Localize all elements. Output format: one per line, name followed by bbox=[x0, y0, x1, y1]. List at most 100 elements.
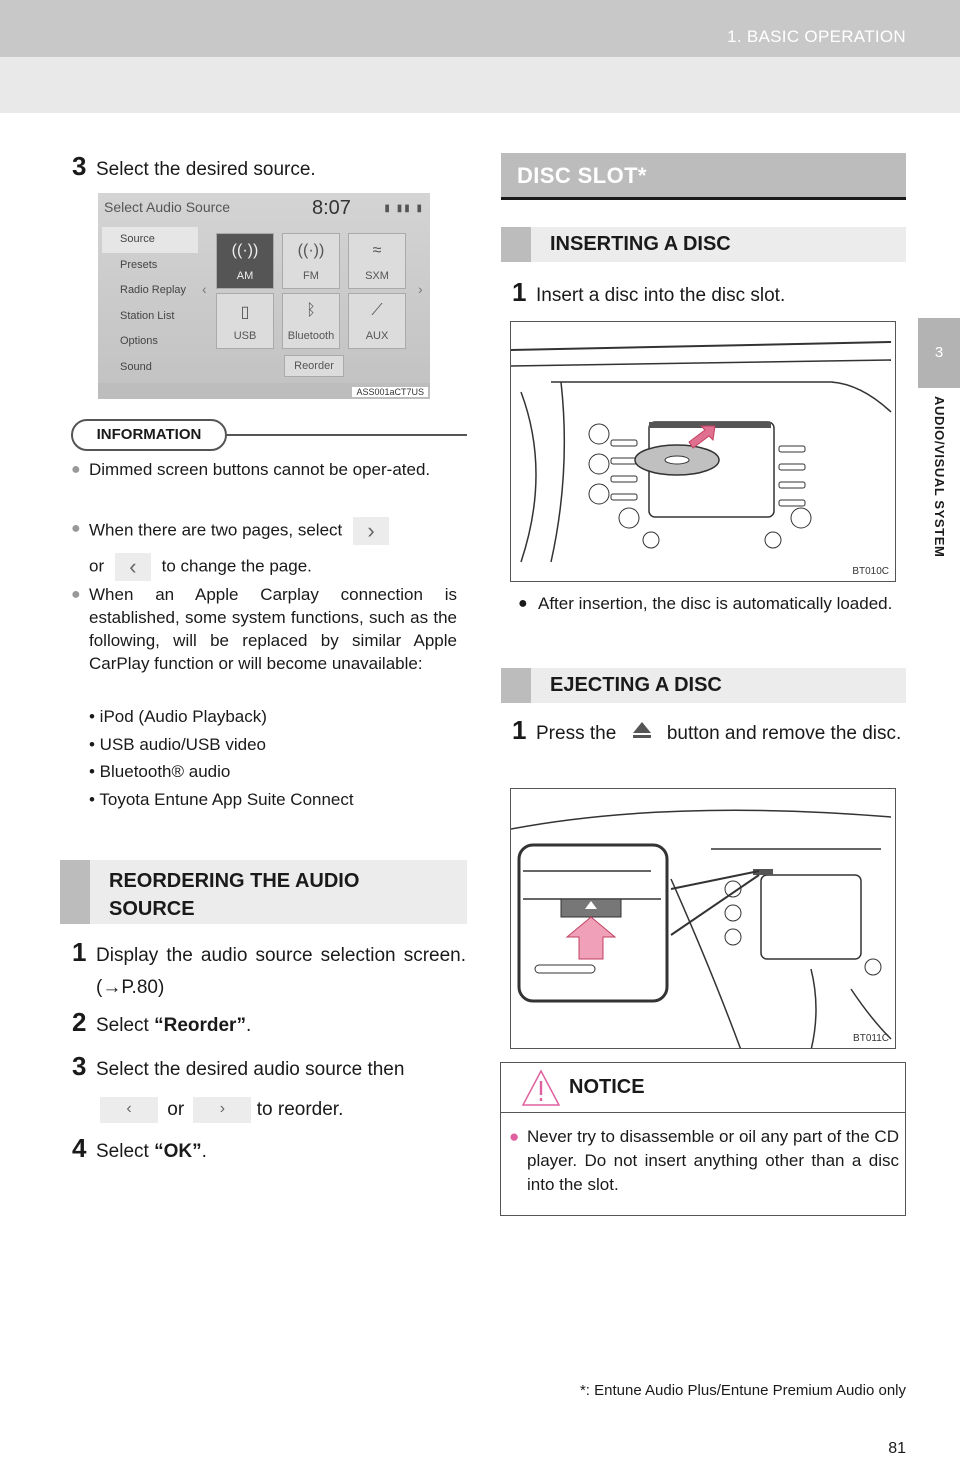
insert-step-1: 1 Insert a disc into the disc slot. bbox=[512, 277, 786, 312]
information-label: INFORMATION bbox=[71, 419, 227, 451]
side-tab-label: AUDIO/VISUAL SYSTEM bbox=[932, 396, 947, 558]
eject-step-1: 1 Press the button and remove the disc. bbox=[512, 715, 906, 750]
bullet-icon: ● bbox=[71, 520, 81, 537]
disc-eject-illustration: BT011C bbox=[510, 788, 896, 1049]
step-text: or bbox=[167, 1099, 185, 1120]
reorder-step-3-cont: ‹ or › to reorder. bbox=[100, 1094, 343, 1126]
menu-item-radio-replay: Radio Replay bbox=[120, 284, 187, 296]
disc-slot-heading: DISC SLOT* bbox=[501, 153, 906, 200]
step-text: button and remove the disc. bbox=[666, 723, 902, 745]
step-number: 3 bbox=[72, 151, 87, 181]
figure-caption: BT011C bbox=[853, 1033, 889, 1044]
step-text: . bbox=[201, 1141, 207, 1162]
chapter-title: 1. BASIC OPERATION bbox=[727, 27, 906, 46]
page-number: 81 bbox=[888, 1440, 906, 1457]
reorder-step-2: 2 Select “Reorder”. bbox=[72, 1007, 251, 1042]
info-item-pages: ● When there are two pages, select › or … bbox=[71, 517, 467, 581]
image-code: ASS001aCT7US bbox=[352, 387, 428, 397]
tile-sxm: ≈SXM bbox=[348, 233, 406, 289]
audio-source-screenshot: Select Audio Source 8:07 ▮ ▮▮ ▮ Source P… bbox=[98, 193, 430, 399]
reorder-step-1: 1 Display the audio source selection scr… bbox=[72, 937, 466, 1004]
header-strip bbox=[0, 0, 960, 57]
notice-label: NOTICE bbox=[569, 1076, 645, 1098]
disc-insert-illustration: BT010C bbox=[510, 321, 896, 582]
menu-item-presets: Presets bbox=[120, 258, 158, 271]
step-select-source: 3 Select the desired source. bbox=[72, 151, 316, 186]
step-text: Select bbox=[96, 1015, 155, 1036]
side-tab-number: 3 bbox=[918, 318, 960, 388]
heading-block bbox=[60, 860, 90, 924]
info-text: When an Apple Carplay connection is esta… bbox=[89, 585, 457, 673]
notice-header: NOTICE bbox=[501, 1063, 905, 1113]
reorder-section-heading: REORDERING THE AUDIO SOURCE bbox=[60, 860, 467, 924]
screen-menu: Source Presets Radio Replay Station List… bbox=[102, 227, 198, 380]
insert-note: ● After insertion, the disc is automatic… bbox=[518, 592, 908, 642]
notice-text: Never try to disassemble or oil any part… bbox=[527, 1127, 899, 1194]
note-text: After insertion, the disc is automatical… bbox=[538, 594, 893, 613]
step-text: Insert a disc into the disc slot. bbox=[536, 285, 786, 306]
step-text: Select the desired source. bbox=[96, 159, 316, 180]
reorder-step-3: 3 Select the desired audio source then bbox=[72, 1051, 466, 1086]
bullet-icon: ● bbox=[518, 595, 528, 612]
step-text: Select the desired audio source then bbox=[96, 1059, 405, 1080]
menu-item-station-list: Station List bbox=[120, 309, 175, 322]
chevron-left-icon: ‹ bbox=[114, 553, 151, 581]
menu-item-sound: Sound bbox=[120, 360, 152, 373]
status-icons: ▮ ▮▮ ▮ bbox=[384, 203, 424, 214]
usb-icon: ▯ bbox=[240, 304, 250, 321]
carplay-list-item: • Toyota Entune App Suite Connect bbox=[89, 790, 354, 809]
tile-aux: ⟋AUX bbox=[348, 293, 406, 349]
dashboard-drawing bbox=[511, 341, 892, 563]
heading-text: REORDERING THE AUDIO SOURCE bbox=[109, 870, 360, 920]
antenna-icon: ((·)) bbox=[297, 242, 325, 259]
info-text: or ‹ to change the page. bbox=[89, 553, 312, 581]
sxm-icon: ≈ bbox=[372, 242, 382, 259]
eject-icon bbox=[622, 718, 662, 750]
bluetooth-icon: ᛒ bbox=[306, 302, 316, 319]
warning-icon bbox=[521, 1069, 561, 1106]
tile-usb: ▯USB bbox=[216, 293, 274, 349]
aux-cable-icon: ⟋ bbox=[371, 302, 383, 319]
tile-fm: ((·))FM bbox=[282, 233, 340, 289]
notice-box: NOTICE ● Never try to disassemble or oil… bbox=[500, 1062, 906, 1216]
bullet-icon: ● bbox=[509, 1127, 520, 1146]
heading-text: EJECTING A DISC bbox=[550, 674, 722, 696]
screen-title: Select Audio Source bbox=[104, 199, 231, 215]
screen-clock: 8:07 bbox=[312, 197, 351, 219]
chevron-right-icon: › bbox=[352, 517, 389, 545]
heading-text: DISC SLOT* bbox=[517, 163, 647, 188]
carplay-list-item: • Bluetooth® audio bbox=[89, 762, 231, 781]
reorder-step-4: 4 Select “OK”. bbox=[72, 1133, 207, 1168]
step-text: Display the audio source selection scree… bbox=[96, 945, 466, 998]
header-band: 1. BASIC OPERATION bbox=[0, 0, 960, 113]
chevron-right-icon: › bbox=[418, 281, 423, 297]
heading-block bbox=[501, 668, 531, 703]
step-text: Press the bbox=[536, 723, 617, 745]
chevron-right-icon: › bbox=[193, 1096, 252, 1123]
step-number: 4 bbox=[72, 1133, 87, 1163]
bullet-icon: ● bbox=[71, 461, 81, 478]
figure-caption: BT010C bbox=[852, 566, 889, 577]
carplay-list-item: • USB audio/USB video bbox=[89, 735, 266, 754]
step-text: to reorder. bbox=[256, 1099, 344, 1120]
information-rule bbox=[71, 434, 467, 436]
tile-am: ((·))AM bbox=[216, 233, 274, 289]
step-number: 1 bbox=[512, 715, 527, 745]
info-item-carplay: ● When an Apple Carplay connection is es… bbox=[71, 583, 467, 703]
step-keyword: “Reorder” bbox=[154, 1015, 246, 1036]
info-text: When there are two pages, select › bbox=[89, 517, 467, 545]
step-number: 1 bbox=[512, 277, 527, 307]
menu-item-source: Source bbox=[102, 227, 198, 253]
menu-item-options: Options bbox=[120, 335, 158, 347]
step-number: 1 bbox=[72, 937, 87, 967]
bullet-icon: ● bbox=[71, 586, 81, 603]
inserting-heading: INSERTING A DISC bbox=[501, 227, 906, 262]
step-number: 3 bbox=[72, 1051, 87, 1081]
info-text: Dimmed screen buttons cannot be oper-ate… bbox=[89, 460, 431, 479]
ejecting-heading: EJECTING A DISC bbox=[501, 668, 906, 703]
chevron-left-icon: ‹ bbox=[100, 1096, 158, 1123]
step-text: Select bbox=[96, 1141, 155, 1162]
step-number: 2 bbox=[72, 1007, 87, 1037]
info-item-dimmed: ● Dimmed screen buttons cannot be oper-a… bbox=[71, 458, 467, 508]
